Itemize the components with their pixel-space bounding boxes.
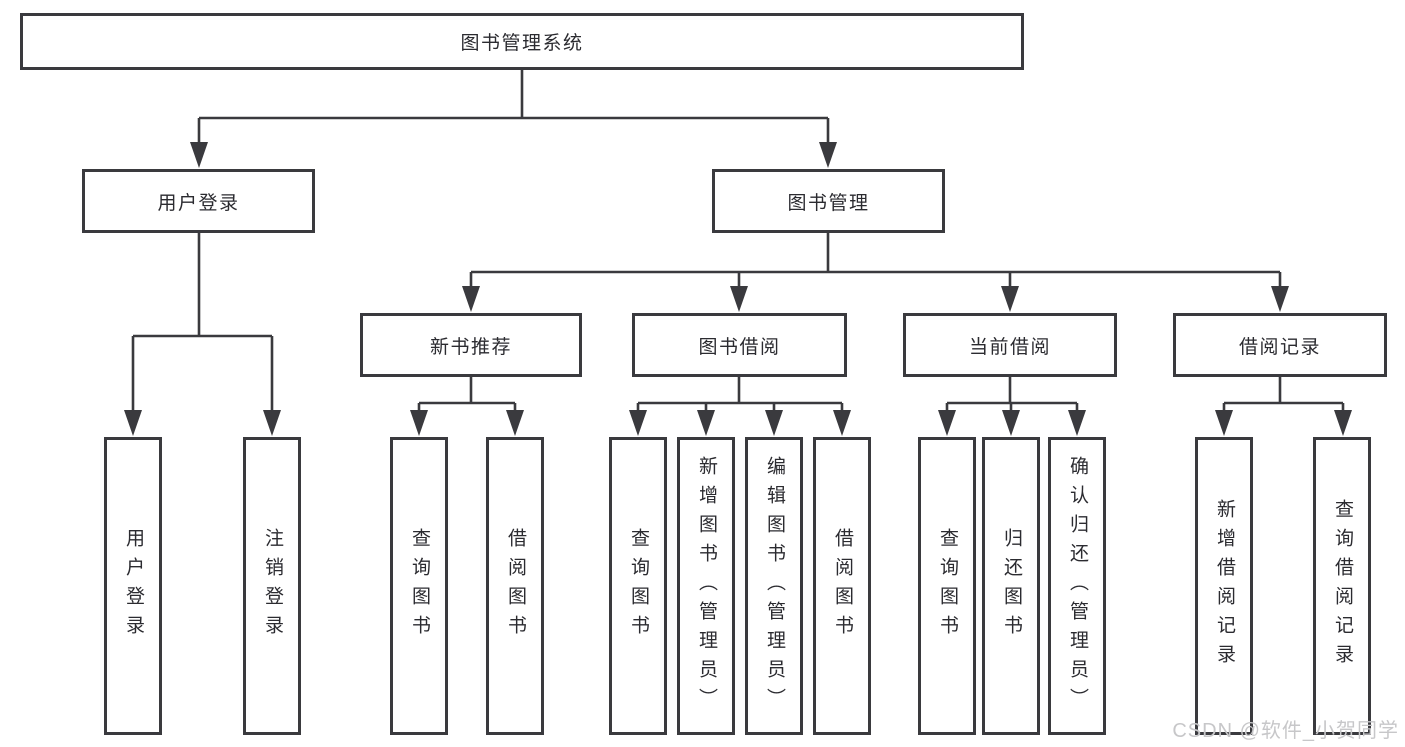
node-borrowing-records: 借阅记录 xyxy=(1173,313,1387,377)
csdn-watermark: CSDN @软件_小贺同学 xyxy=(1172,720,1399,742)
leaf-query-books-current: 查询图书 xyxy=(918,437,976,735)
node-new-book-recommendation: 新书推荐 xyxy=(360,313,582,377)
leaf-query-borrow-record: 查询借阅记录 xyxy=(1313,437,1371,735)
leaf-add-borrow-record: 新增借阅记录 xyxy=(1195,437,1253,735)
leaf-query-books-recommend: 查询图书 xyxy=(390,437,448,735)
leaf-add-book-admin: 新增图书（管理员） xyxy=(677,437,735,735)
leaf-query-books-borrow: 查询图书 xyxy=(609,437,667,735)
leaf-return-books: 归还图书 xyxy=(982,437,1040,735)
node-current-borrowing: 当前借阅 xyxy=(903,313,1117,377)
leaf-logout: 注销登录 xyxy=(243,437,301,735)
node-root-library-system: 图书管理系统 xyxy=(20,13,1024,70)
leaf-borrow-books-recommend: 借阅图书 xyxy=(486,437,544,735)
leaf-user-login: 用户登录 xyxy=(104,437,162,735)
node-user-login: 用户登录 xyxy=(82,169,315,233)
leaf-confirm-return-admin: 确认归还（管理员） xyxy=(1048,437,1106,735)
leaf-borrow-books: 借阅图书 xyxy=(813,437,871,735)
node-book-borrowing: 图书借阅 xyxy=(632,313,847,377)
node-book-management: 图书管理 xyxy=(712,169,945,233)
leaf-edit-book-admin: 编辑图书（管理员） xyxy=(745,437,803,735)
